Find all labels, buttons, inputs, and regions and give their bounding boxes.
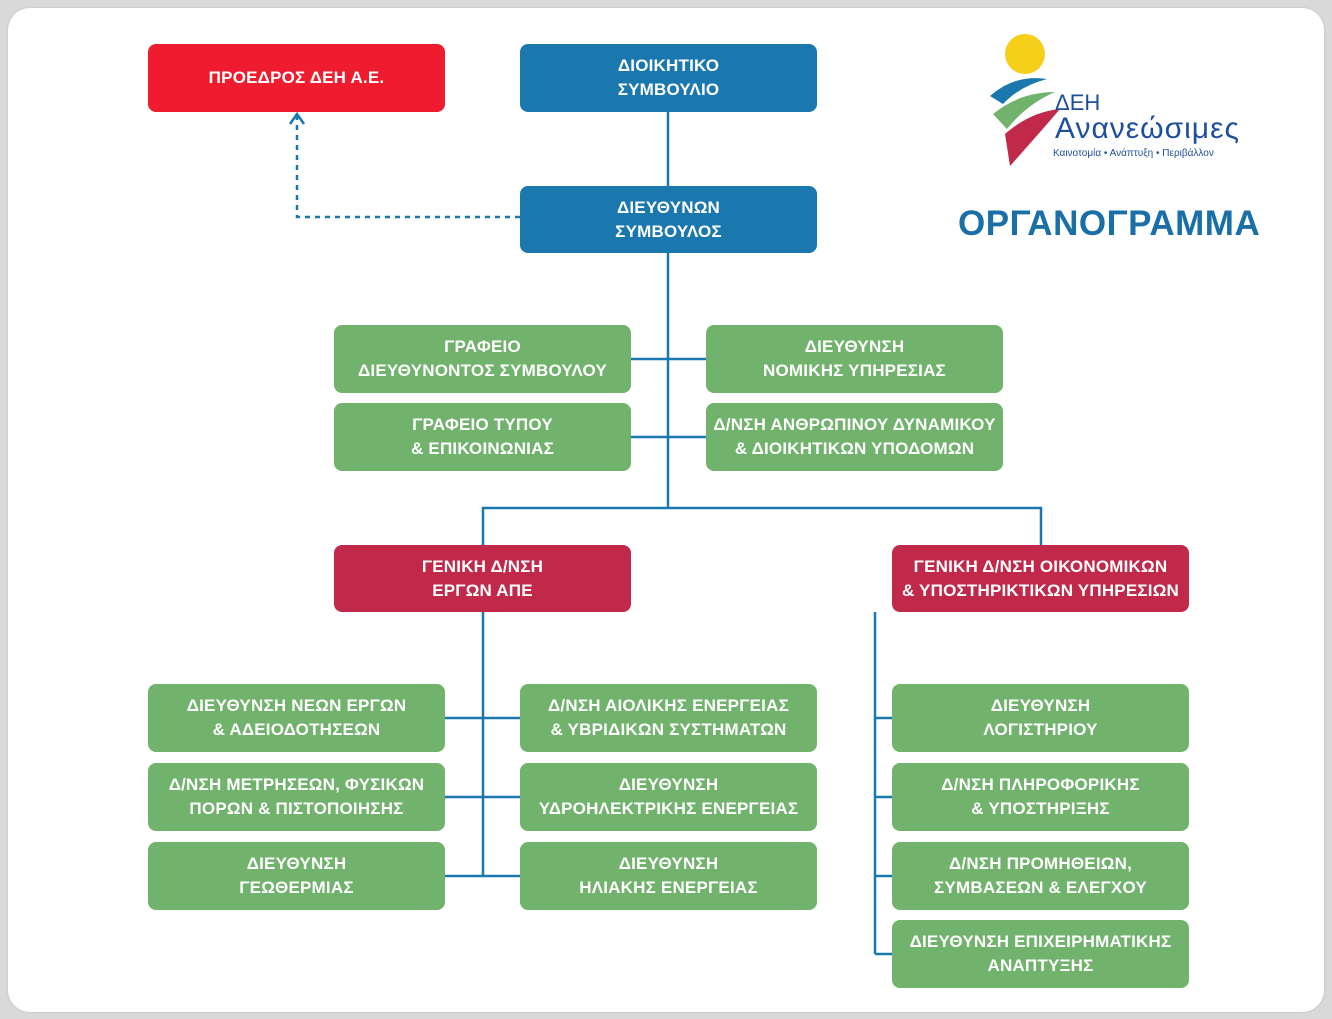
board-label-line1: ΔΙΟΙΚΗΤΙΚΟ: [617, 56, 720, 75]
solar-label-line2: ΗΛΙΑΚΗΣ ΕΝΕΡΓΕΙΑΣ: [579, 878, 758, 897]
logo-name-line2: Ανανεώσιμες: [1055, 112, 1240, 145]
hydro-label-line1: ΔΙΕΥΘΥΝΣΗ: [618, 775, 719, 794]
ceo-office-label-line2: ΔΙΕΥΘΥΝΟΝΤΟΣ ΣΥΜΒΟΥΛΟΥ: [358, 361, 607, 380]
general-directorates-connector: [481, 506, 1043, 545]
new-projects-label-line2: & ΑΔΕΙΟΔΟΤΗΣΕΩΝ: [212, 720, 381, 739]
wind-energy-box: Δ/ΝΣΗ ΑΙΟΛΙΚΗΣ ΕΝΕΡΓΕΙΑΣ & ΥΒΡΙΔΙΚΩΝ ΣΥΣ…: [520, 684, 817, 752]
new-projects-label-line1: ΔΙΕΥΘΥΝΣΗ ΝΕΩΝ ΕΡΓΩΝ: [186, 696, 407, 715]
arrowhead-icon: [288, 111, 306, 125]
accounting-label-line1: ΔΙΕΥΘΥΝΣΗ: [990, 696, 1091, 715]
hydro-energy-box: ΔΙΕΥΘΥΝΣΗ ΥΔΡΟΗΛΕΚΤΡΙΚΗΣ ΕΝΕΡΓΕΙΑΣ: [520, 763, 817, 831]
it-support-box: Δ/ΝΣΗ ΠΛΗΡΟΦΟΡΙΚΗΣ & ΥΠΟΣΤΗΡΙΞΗΣ: [892, 763, 1189, 831]
legal-label-line1: ΔΙΕΥΘΥΝΣΗ: [804, 337, 905, 356]
gd-fin-label-line2: & ΥΠΟΣΤΗΡΙΚΤΙΚΩΝ ΥΠΗΡΕΣΙΩΝ: [901, 580, 1180, 600]
geothermal-label-line1: ΔΙΕΥΘΥΝΣΗ: [246, 854, 347, 873]
accounting-box: ΔΙΕΥΘΥΝΣΗ ΛΟΓΙΣΤΗΡΙΟΥ: [892, 684, 1189, 752]
solar-energy-box: ΔΙΕΥΘΥΝΣΗ ΗΛΙΑΚΗΣ ΕΝΕΡΓΕΙΑΣ: [520, 842, 817, 910]
measurements-box: Δ/ΝΣΗ ΜΕΤΡΗΣΕΩΝ, ΦΥΣΙΚΩΝ ΠΟΡΩΝ & ΠΙΣΤΟΠΟ…: [148, 763, 445, 831]
company-logo: ΔΕΗ Ανανεώσιμες Καινοτομία • Ανάπτυξη • …: [985, 34, 1255, 174]
procurement-label-line1: Δ/ΝΣΗ ΠΡΟΜΗΘΕΙΩΝ,: [948, 854, 1132, 873]
hr-label-line1: Δ/ΝΣΗ ΑΝΘΡΩΠΙΝΟΥ ΔΥΝΑΜΙΚΟΥ: [713, 415, 996, 434]
logo-tagline: Καινοτομία • Ανάπτυξη • Περιβάλλον: [1053, 148, 1214, 159]
legal-box: ΔΙΕΥΘΥΝΣΗ ΝΟΜΙΚΗΣ ΥΠΗΡΕΣΙΑΣ: [706, 325, 1003, 393]
measurements-label-line1: Δ/ΝΣΗ ΜΕΤΡΗΣΕΩΝ, ΦΥΣΙΚΩΝ: [168, 775, 425, 794]
board-label-line2: ΣΥΜΒΟΥΛΙΟ: [617, 80, 720, 99]
accounting-label-line2: ΛΟΓΙΣΤΗΡΙΟΥ: [983, 720, 1098, 739]
hydro-label-line2: ΥΔΡΟΗΛΕΚΤΡΙΚΗΣ ΕΝΕΡΓΕΙΑΣ: [538, 799, 799, 818]
measurements-label-line2: ΠΟΡΩΝ & ΠΙΣΤΟΠΟΙΗΣΗΣ: [189, 799, 404, 818]
it-label-line1: Δ/ΝΣΗ ΠΛΗΡΟΦΟΡΙΚΗΣ: [941, 775, 1140, 794]
business-dev-label-line2: ΑΝΑΠΤΥΞΗΣ: [987, 956, 1094, 975]
business-dev-label-line1: ΔΙΕΥΘΥΝΣΗ ΕΠΙΧΕΙΡΗΜΑΤΙΚΗΣ: [909, 932, 1172, 951]
ceo-label-line2: ΣΥΜΒΟΥΛΟΣ: [615, 221, 722, 241]
chairman-box: ΠΡΟΕΔΡΟΣ ΔΕΗ Α.Ε.: [148, 44, 445, 112]
hr-box: Δ/ΝΣΗ ΑΝΘΡΩΠΙΝΟΥ ΔΥΝΑΜΙΚΟΥ & ΔΙΟΙΚΗΤΙΚΩΝ…: [706, 403, 1003, 471]
board-box: ΔΙΟΙΚΗΤΙΚΟ ΣΥΜΒΟΥΛΙΟ: [520, 44, 817, 112]
gd-finance-box: ΓΕΝΙΚΗ Δ/ΝΣΗ ΟΙΚΟΝΟΜΙΚΩΝ & ΥΠΟΣΤΗΡΙΚΤΙΚΩ…: [892, 545, 1189, 612]
gd-fin-label-line1: ΓΕΝΙΚΗ Δ/ΝΣΗ ΟΙΚΟΝΟΜΙΚΩΝ: [913, 556, 1168, 576]
business-development-box: ΔΙΕΥΘΥΝΣΗ ΕΠΙΧΕΙΡΗΜΑΤΙΚΗΣ ΑΝΑΠΤΥΞΗΣ: [892, 920, 1189, 988]
gd-res-label-line2: ΕΡΓΩΝ ΑΠΕ: [432, 580, 533, 600]
press-office-label-line2: & ΕΠΙΚΟΙΝΩΝΙΑΣ: [411, 439, 554, 458]
wind-label-line1: Δ/ΝΣΗ ΑΙΟΛΙΚΗΣ ΕΝΕΡΓΕΙΑΣ: [548, 696, 789, 715]
procurement-label-line2: ΣΥΜΒΑΣΕΩΝ & ΕΛΕΓΧΟΥ: [934, 878, 1147, 897]
new-projects-box: ΔΙΕΥΘΥΝΣΗ ΝΕΩΝ ΕΡΓΩΝ & ΑΔΕΙΟΔΟΤΗΣΕΩΝ: [148, 684, 445, 752]
chairman-label-line1: ΠΡΟΕΔΡΟΣ ΔΕΗ Α.Ε.: [208, 68, 385, 87]
press-office-box: ΓΡΑΦΕΙΟ ΤΥΠΟΥ & ΕΠΙΚΟΙΝΩΝΙΑΣ: [334, 403, 631, 471]
ceo-office-label-line1: ΓΡΑΦΕΙΟ: [444, 337, 521, 356]
ceo-office-box: ΓΡΑΦΕΙΟ ΔΙΕΥΘΥΝΟΝΤΟΣ ΣΥΜΒΟΥΛΟΥ: [334, 325, 631, 393]
logo-name-line1: ΔΕΗ: [1055, 90, 1101, 115]
solar-label-line1: ΔΙΕΥΘΥΝΣΗ: [618, 854, 719, 873]
press-office-label-line1: ΓΡΑΦΕΙΟ ΤΥΠΟΥ: [412, 415, 553, 434]
logo-mark-icon: [990, 34, 1060, 166]
gd-res-label-line1: ΓΕΝΙΚΗ Δ/ΝΣΗ: [421, 556, 544, 576]
hr-label-line2: & ΔΙΟΙΚΗΤΙΚΩΝ ΥΠΟΔΟΜΩΝ: [734, 439, 975, 458]
ceo-chairman-dotted-connector: [295, 116, 520, 219]
procurement-box: Δ/ΝΣΗ ΠΡΟΜΗΘΕΙΩΝ, ΣΥΜΒΑΣΕΩΝ & ΕΛΕΓΧΟΥ: [892, 842, 1189, 910]
ceo-box: ΔΙΕΥΘΥΝΩΝ ΣΥΜΒΟΥΛΟΣ: [520, 186, 817, 253]
ceo-label-line1: ΔΙΕΥΘΥΝΩΝ: [616, 197, 721, 217]
geothermal-label-line2: ΓΕΩΘΕΡΜΙΑΣ: [239, 878, 354, 897]
it-label-line2: & ΥΠΟΣΤΗΡΙΞΗΣ: [971, 799, 1110, 818]
geothermal-box: ΔΙΕΥΘΥΝΣΗ ΓΕΩΘΕΡΜΙΑΣ: [148, 842, 445, 910]
page-title: ΟΡΓΑΝΟΓΡΑΜΜΑ: [958, 204, 1261, 243]
wind-label-line2: & ΥΒΡΙΔΙΚΩΝ ΣΥΣΤΗΜΑΤΩΝ: [550, 720, 787, 739]
gd-res-projects-box: ΓΕΝΙΚΗ Δ/ΝΣΗ ΕΡΓΩΝ ΑΠΕ: [334, 545, 631, 612]
legal-label-line2: ΝΟΜΙΚΗΣ ΥΠΗΡΕΣΙΑΣ: [763, 361, 946, 380]
